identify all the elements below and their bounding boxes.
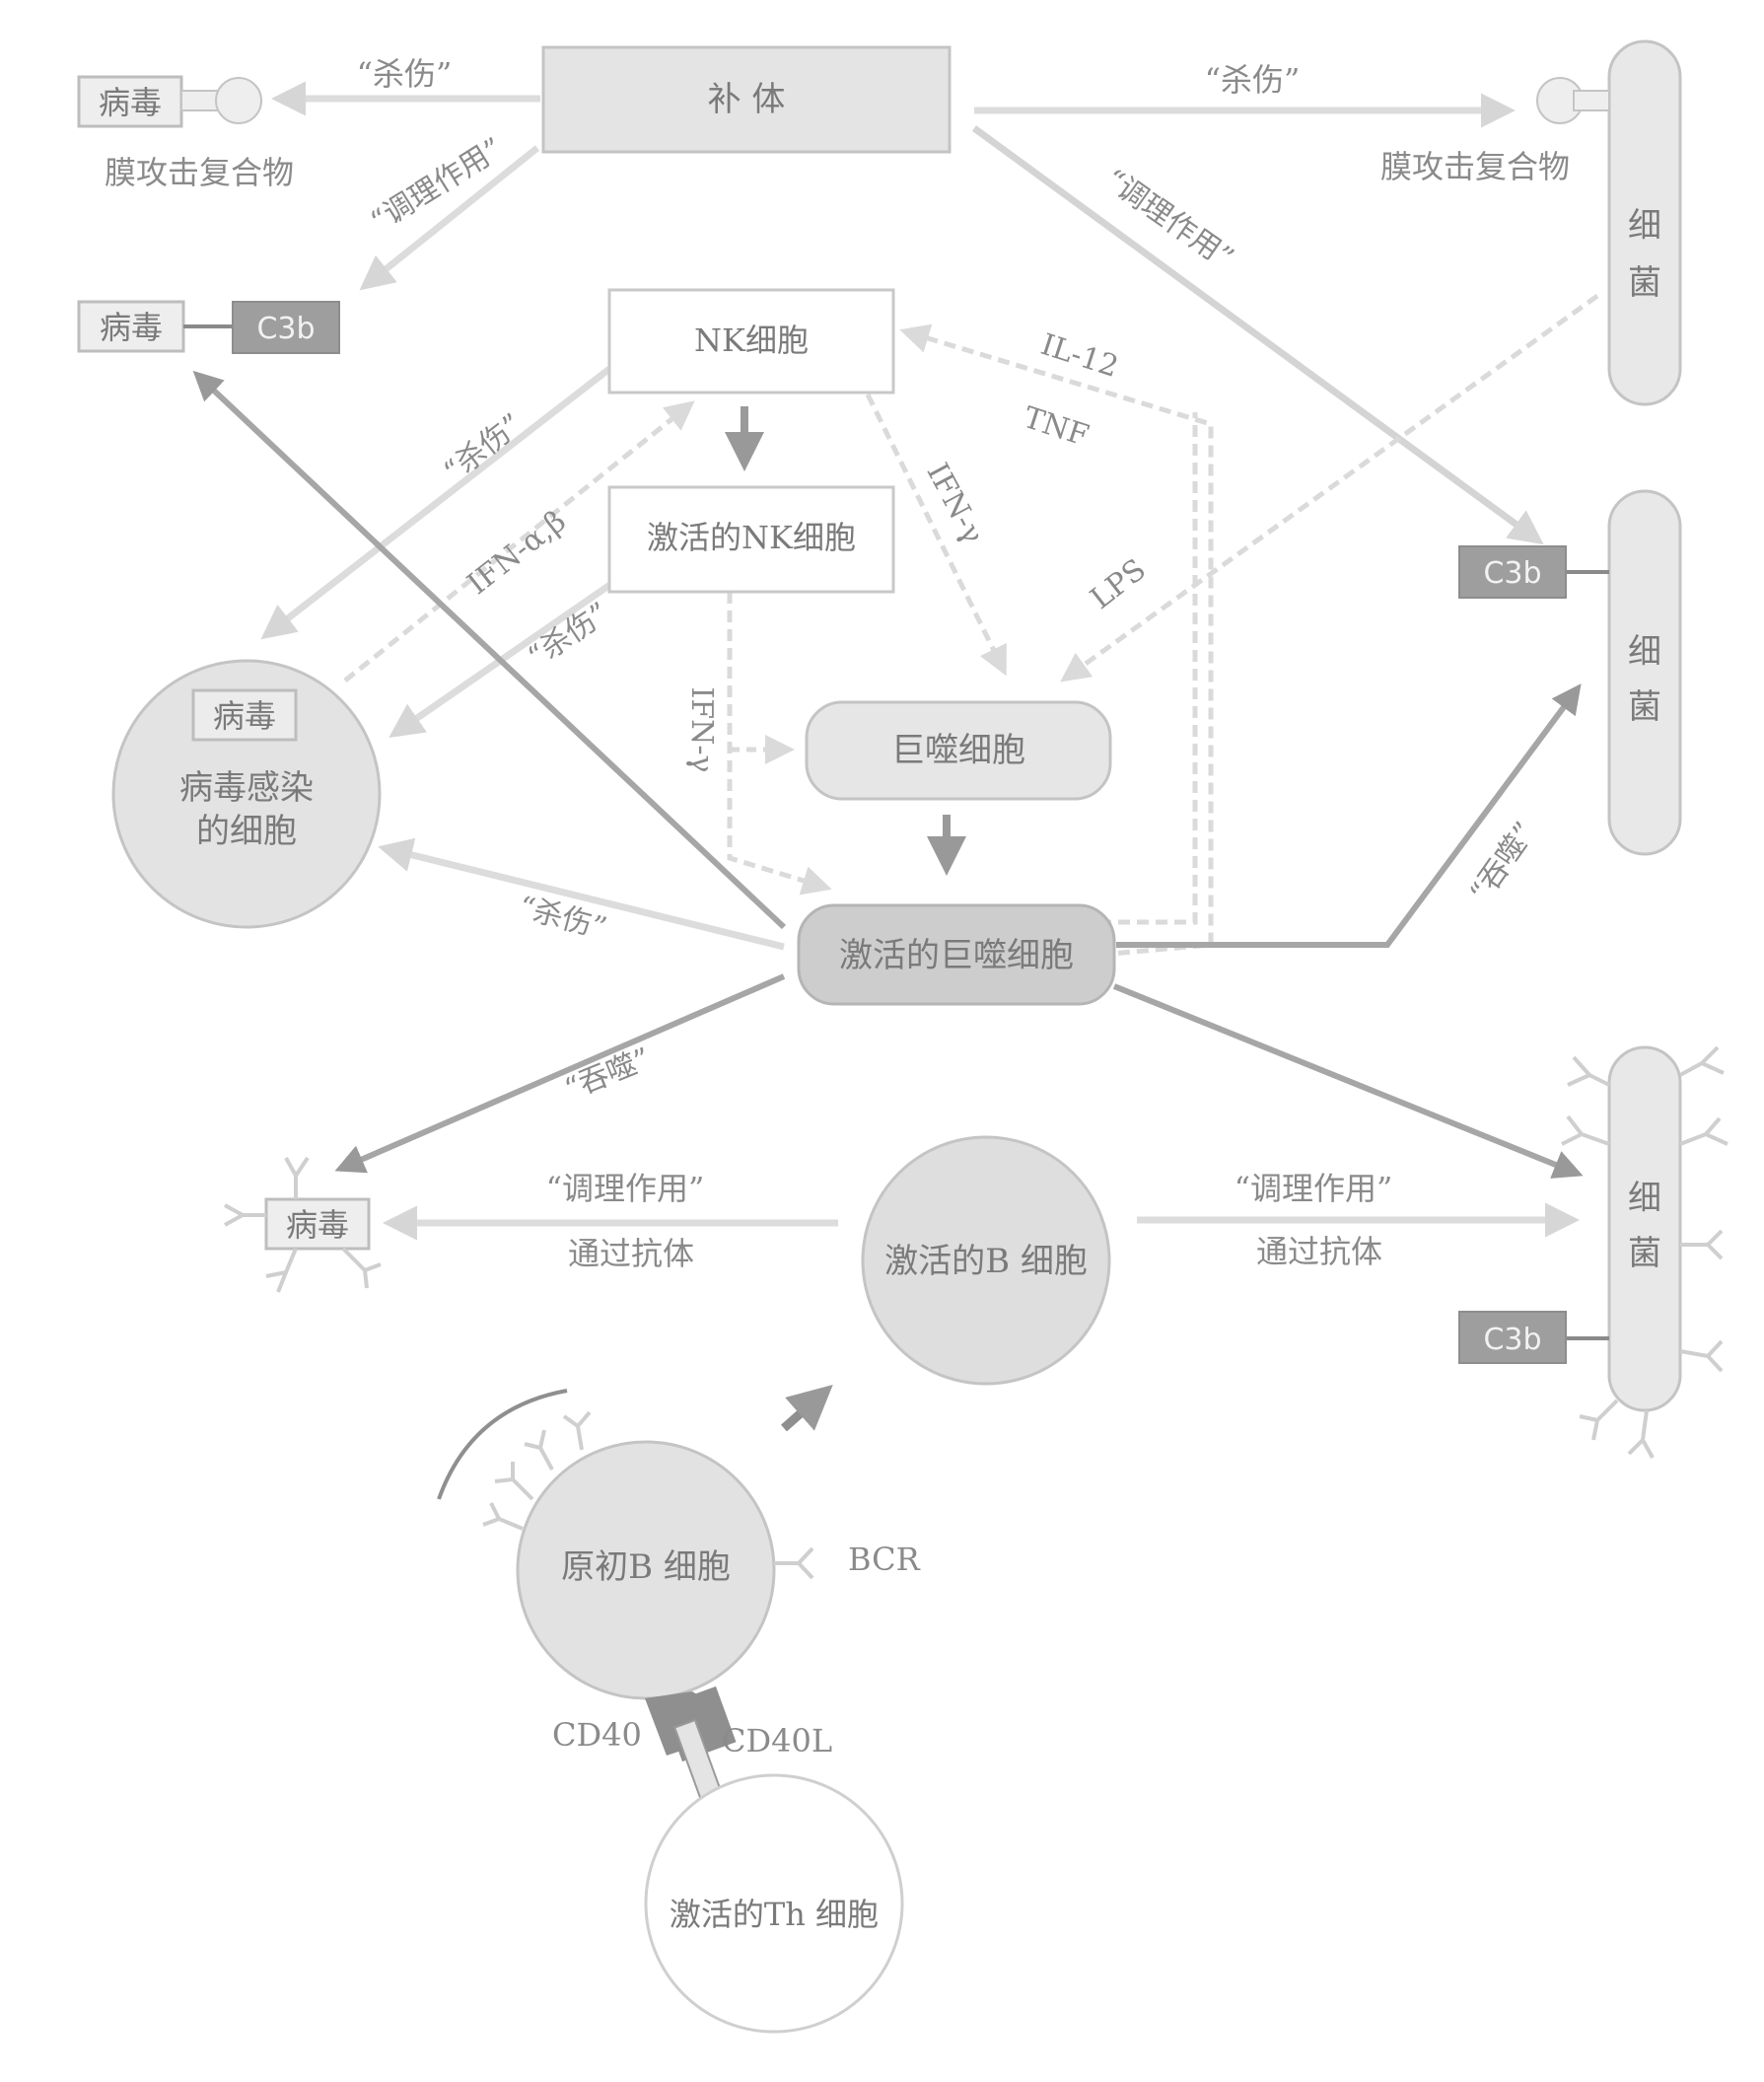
bacterium-middle-char1: 细 bbox=[1628, 632, 1661, 672]
label-lps: LPS bbox=[1084, 552, 1152, 616]
mac-head-left bbox=[215, 77, 262, 124]
arrow-macrophage-to-virus-c3b bbox=[192, 370, 787, 930]
virus-label-antibody: 病毒 bbox=[286, 1206, 349, 1244]
bacterium-top-char2: 菌 bbox=[1628, 263, 1661, 303]
activated-nk-box bbox=[607, 485, 895, 594]
macrophage-label: 巨噬细胞 bbox=[891, 731, 1025, 770]
arrow-nk-kill bbox=[260, 366, 612, 640]
infected-cell-virus-label: 病毒 bbox=[213, 697, 276, 735]
label-tnf: TNF bbox=[1020, 400, 1094, 454]
label-opsonization-ab-right-1: “调理作用” bbox=[1235, 1170, 1393, 1207]
activated-th-cell bbox=[644, 1773, 904, 2034]
c3b-label-bacterium-middle: C3b bbox=[1483, 556, 1541, 591]
infected-cell-line1: 病毒感染 bbox=[179, 768, 314, 808]
activated-macrophage-label: 激活的巨噬细胞 bbox=[839, 936, 1074, 975]
c3b-box-bacterium-middle bbox=[1458, 545, 1567, 599]
arrow-phagocytose-bacteria bbox=[1116, 683, 1582, 948]
bacterium-top bbox=[1607, 39, 1682, 406]
label-ifn-gamma-1: IFN-γ bbox=[920, 458, 991, 549]
label-opsonization-top-right: “调理作用” bbox=[1098, 163, 1240, 276]
bcr-receptors bbox=[482, 1410, 814, 1580]
label-ifn-ab: IFN-α,β bbox=[461, 504, 573, 602]
bacterium-top-char1: 细 bbox=[1628, 206, 1661, 246]
infected-cell-line2: 的细胞 bbox=[196, 812, 297, 851]
antibodies-bacterium bbox=[1561, 1045, 1729, 1459]
activated-nk-label: 激活的NK细胞 bbox=[647, 519, 856, 556]
arrow-complement-opsonize-bacteria bbox=[971, 125, 1544, 545]
virus-label-c3b: 病毒 bbox=[100, 309, 163, 346]
label-kill-top-right: “杀伤” bbox=[1205, 61, 1301, 99]
activated-b-cell-label: 激活的B 细胞 bbox=[884, 1242, 1088, 1281]
mac-stem-right bbox=[1573, 90, 1610, 111]
arrow-il12-tnf bbox=[899, 323, 1214, 958]
mac-label-left: 膜攻击复合物 bbox=[105, 154, 294, 191]
mac-label-right: 膜攻击复合物 bbox=[1380, 148, 1570, 185]
arrow-phagocytose-virus bbox=[334, 973, 786, 1174]
bacterium-bottom-char2: 菌 bbox=[1628, 1234, 1661, 1273]
c3b-box-bacterium-bottom bbox=[1458, 1311, 1567, 1364]
arrow-lps bbox=[1060, 293, 1599, 682]
complement-label: 补 体 bbox=[708, 80, 786, 119]
virus-box-antibody bbox=[264, 1197, 371, 1251]
bacterium-middle-char2: 菌 bbox=[1628, 687, 1661, 727]
label-il12: IL-12 bbox=[1036, 327, 1122, 385]
arrow-ifn-gamma-nk-macrophage bbox=[865, 393, 1007, 677]
arrow-ifn-gamma-activated-nk bbox=[727, 592, 832, 896]
activated-th-cell-label: 激活的Th 细胞 bbox=[670, 1896, 879, 1933]
arrow-macrophage-to-bacteria-ab bbox=[1112, 983, 1584, 1179]
arrow-macrophage-kill bbox=[378, 837, 785, 951]
label-opsonization-ab-left-1: “调理作用” bbox=[546, 1170, 705, 1207]
naive-b-cell-label: 原初B 细胞 bbox=[561, 1547, 731, 1587]
cd40l-label: CD40L bbox=[722, 1722, 832, 1759]
label-opsonization-ab-left-2: 通过抗体 bbox=[568, 1235, 694, 1272]
c3b-label-bacterium-bottom: C3b bbox=[1483, 1323, 1541, 1357]
arrow-il12-tnf-2 bbox=[1099, 412, 1198, 925]
bcr-label: BCR bbox=[848, 1541, 921, 1578]
label-opsonization-ab-right-2: 通过抗体 bbox=[1256, 1233, 1382, 1270]
macrophage-box bbox=[805, 700, 1112, 801]
bacterium-middle bbox=[1607, 489, 1682, 856]
complement-box bbox=[541, 45, 952, 154]
activated-macrophage-box bbox=[797, 903, 1116, 1006]
bacterium-bottom-char1: 细 bbox=[1628, 1179, 1661, 1218]
antigen-arc bbox=[437, 1389, 568, 1500]
label-ifn-gamma-2: IFN-γ bbox=[684, 687, 719, 773]
nk-cell-box bbox=[607, 288, 895, 395]
virus-label-mac: 病毒 bbox=[99, 84, 162, 121]
nk-cell-label: NK细胞 bbox=[694, 322, 809, 359]
bacterium-bottom bbox=[1607, 1045, 1682, 1412]
infected-cell-virus-box bbox=[191, 688, 298, 742]
activated-b-cell-body bbox=[861, 1135, 1111, 1386]
label-kill-nk: “杀伤” bbox=[438, 407, 529, 489]
c3b-label-virus: C3b bbox=[256, 312, 315, 346]
label-kill-top-left: “杀伤” bbox=[357, 55, 453, 93]
arrow-complement-opsonize-virus bbox=[359, 145, 540, 291]
antibodies-virus bbox=[224, 1156, 382, 1293]
cd40-label: CD40 bbox=[552, 1716, 642, 1754]
arrow-b-cell-activate bbox=[781, 1385, 833, 1432]
infected-cell bbox=[111, 659, 382, 929]
c3b-box-virus bbox=[232, 301, 340, 354]
